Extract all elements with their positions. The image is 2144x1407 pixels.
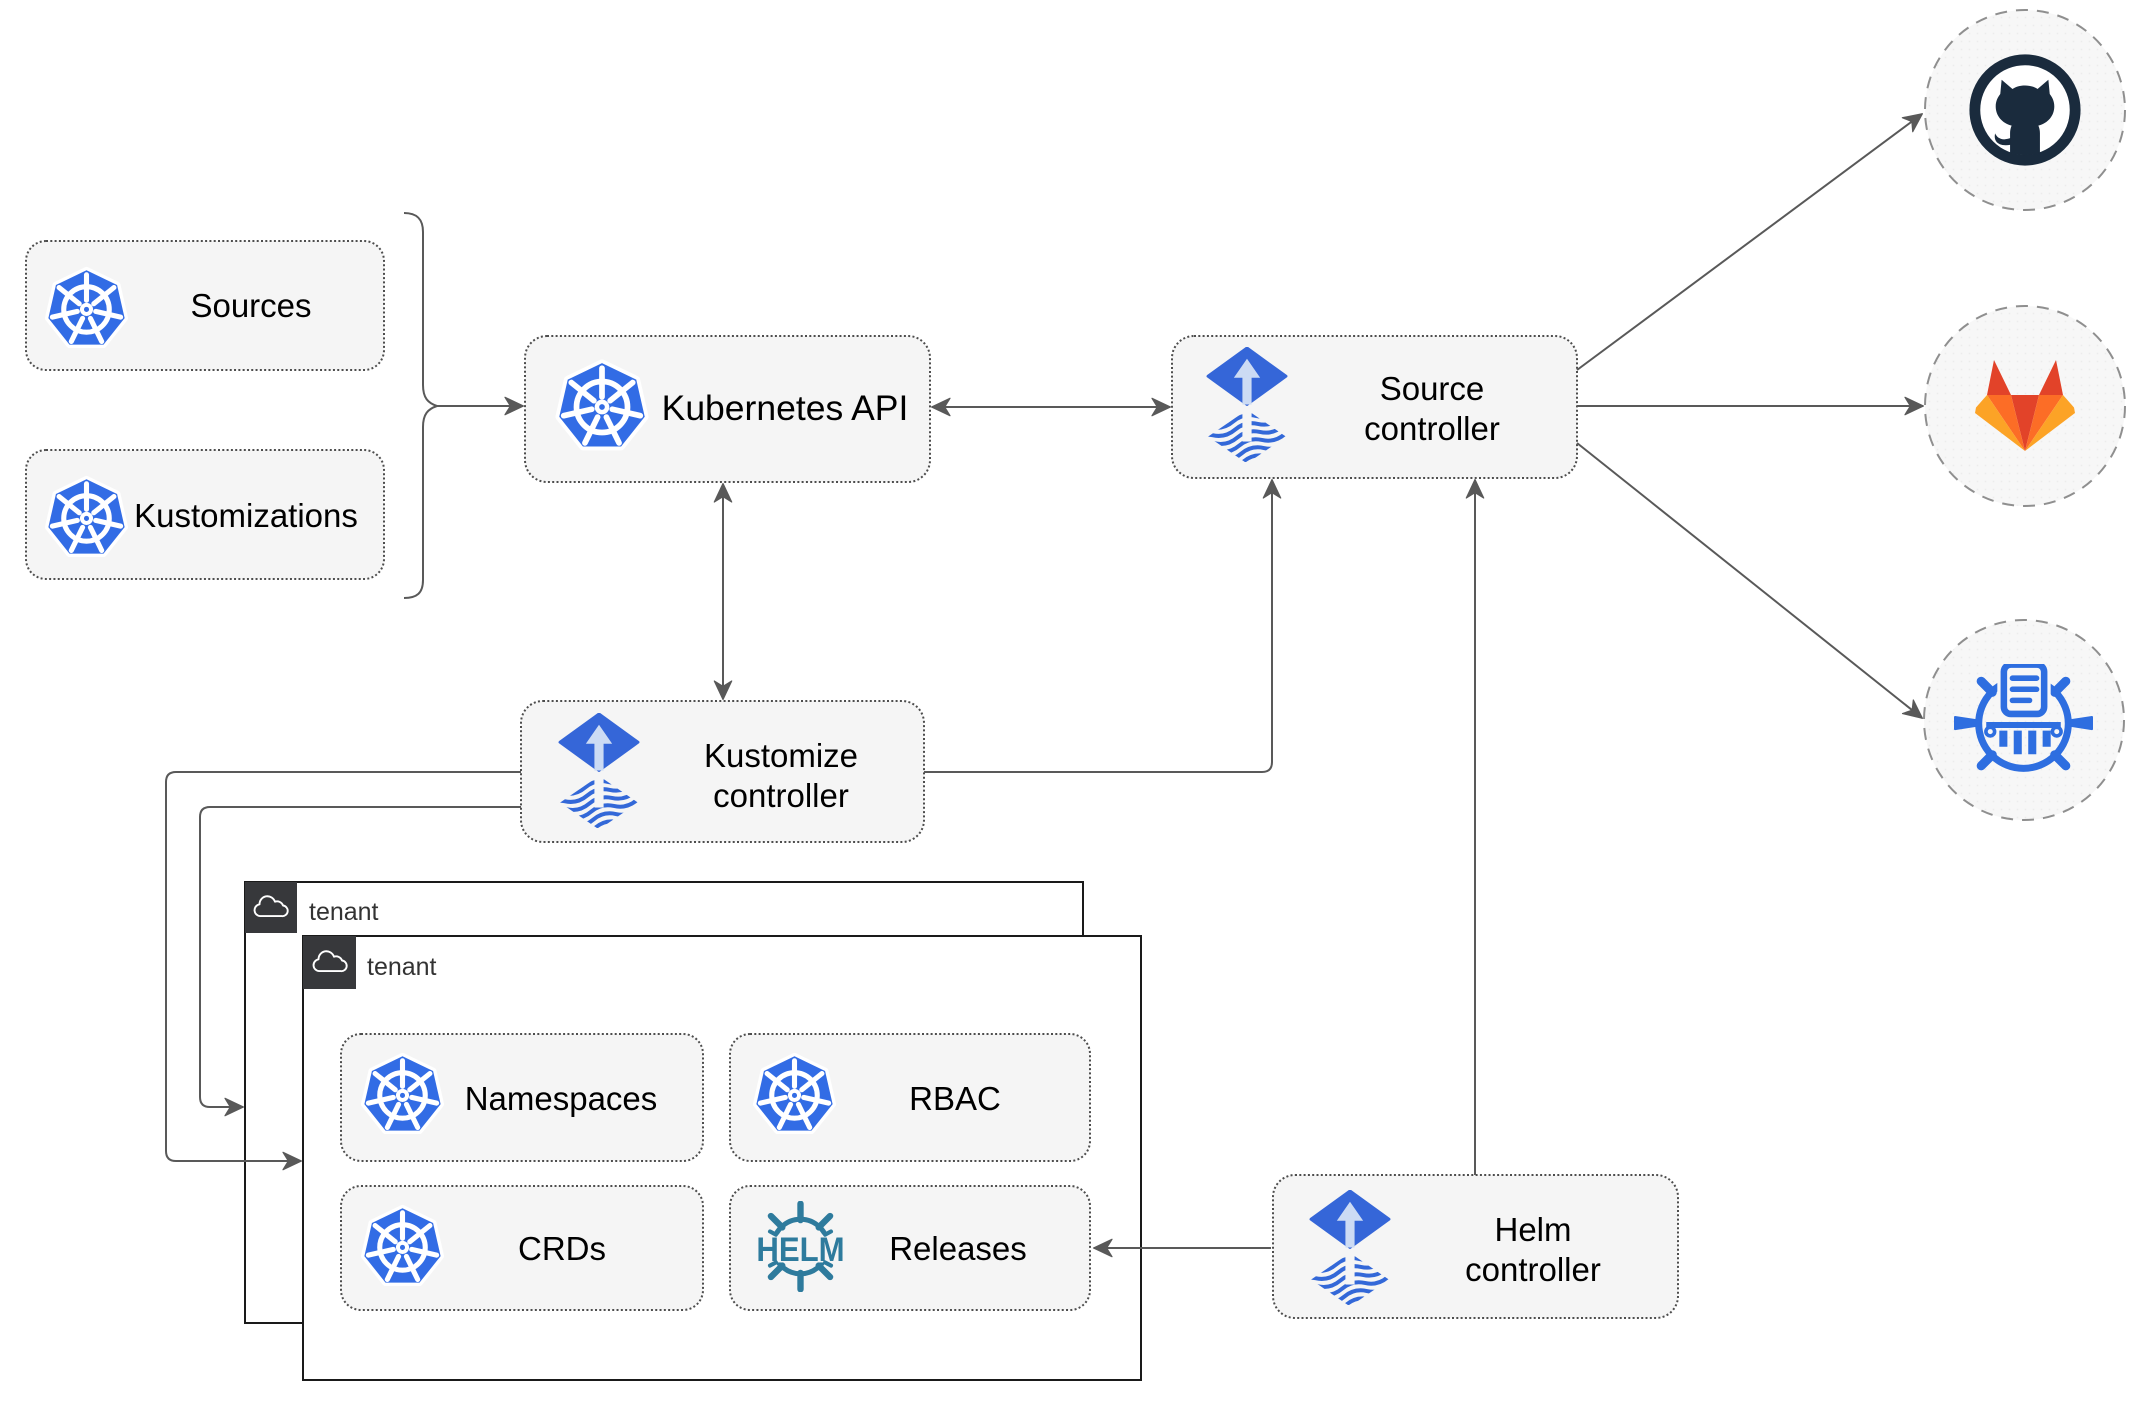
svg-text:Kustomize: Kustomize (704, 737, 858, 774)
svg-text:Kubernetes API: Kubernetes API (662, 388, 909, 428)
svg-text:Namespaces: Namespaces (465, 1080, 658, 1117)
svg-text:Helm: Helm (1494, 1211, 1571, 1248)
svg-text:RBAC: RBAC (909, 1080, 1001, 1117)
svg-text:Sources: Sources (190, 287, 311, 324)
svg-text:tenant: tenant (367, 953, 437, 981)
svg-text:Releases: Releases (889, 1230, 1027, 1267)
svg-text:controller: controller (713, 777, 849, 814)
svg-text:Kustomizations: Kustomizations (134, 497, 358, 534)
svg-text:controller: controller (1364, 410, 1500, 447)
svg-text:controller: controller (1465, 1251, 1601, 1288)
svg-text:CRDs: CRDs (518, 1230, 606, 1267)
svg-text:Source: Source (1380, 370, 1485, 407)
svg-text:tenant: tenant (309, 898, 379, 926)
